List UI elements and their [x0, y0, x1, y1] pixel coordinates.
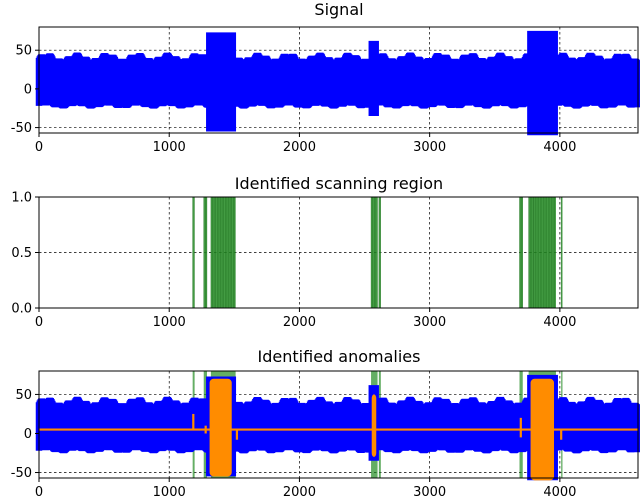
grid-scanning-region [39, 197, 638, 308]
title-anomalies: Identified anomalies [258, 347, 421, 366]
y-tick-label: 0 [24, 427, 32, 442]
x-tick-label: 2000 [283, 485, 316, 500]
x-tick-label: 3000 [413, 485, 446, 500]
scanning-region-bar [192, 197, 195, 308]
panel-anomalies: Identified anomalies 0 1000 2000 3000 4000 -5… [11, 347, 640, 500]
y-tick-label: 0 [24, 82, 32, 97]
anomaly-burst [209, 378, 232, 477]
x-tick-label: 0 [35, 140, 43, 155]
x-tick-label: 3000 [413, 315, 446, 330]
x-tick-label: 2000 [283, 315, 316, 330]
x-tick-label: 2000 [283, 140, 316, 155]
scanning-region-bar [528, 197, 534, 308]
series-scanning-region [192, 197, 563, 308]
x-tick-label: 1000 [153, 485, 186, 500]
axes-frame-signal [38, 26, 639, 134]
y-tick-label: -50 [11, 121, 32, 136]
anomaly-burst [530, 378, 555, 481]
series-anomalies [35, 371, 640, 481]
y-tick-label: 50 [15, 44, 32, 59]
y-tick-label: -50 [11, 466, 32, 481]
x-tick-label: 4000 [543, 140, 576, 155]
anomaly-burst [371, 394, 377, 457]
title-signal: Signal [314, 0, 363, 19]
scanning-region-bar [561, 197, 563, 308]
y-tick-label: 50 [15, 388, 32, 403]
x-tick-label: 1000 [153, 140, 186, 155]
x-tick-label: 0 [35, 485, 43, 500]
y-tick-label: 0.5 [11, 246, 32, 261]
y-tick-label: 0.0 [11, 302, 32, 317]
x-tick-label: 1000 [153, 315, 186, 330]
title-scanning-region: Identified scanning region [235, 174, 443, 193]
signal-line [35, 30, 640, 136]
x-tick-label: 4000 [543, 485, 576, 500]
x-tick-label: 4000 [543, 315, 576, 330]
x-tick-label: 0 [35, 315, 43, 330]
panel-scanning-region: Identified scanning region 0 1000 2000 3000… [11, 174, 639, 331]
series-signal [35, 30, 640, 136]
y-tick-label: 1.0 [11, 191, 32, 206]
scanning-region-bar [378, 197, 381, 308]
x-tick-label: 3000 [413, 140, 446, 155]
axes-frame-anomalies [38, 370, 639, 479]
ticks-scanning-region: 0 1000 2000 3000 4000 0.0 0.5 1.0 [11, 191, 576, 331]
